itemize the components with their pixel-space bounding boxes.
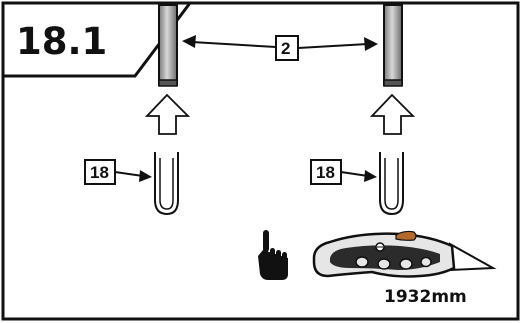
callout-2: 2 [275,35,299,61]
step-number-tab: 18.1 [1,1,194,78]
step-number: 18.1 [16,20,107,63]
callout-2-label: 2 [281,39,290,58]
utility-knife-icon [312,230,497,278]
left-rod [158,4,178,87]
spacing-dimension-arrow [182,35,378,51]
cut-length-measurement: 1932mm [384,287,467,307]
hand-pointing-icon [258,230,288,280]
right-rod [383,4,403,87]
up-arrow-icon [369,93,416,135]
callout-18-right-label: 18 [316,163,335,182]
callout-18-left-label: 18 [90,163,109,182]
up-arrow-icon [144,93,191,135]
callout-18-left: 18 [84,159,152,185]
u-seal-profile-icon [154,152,179,216]
callout-18-right: 18 [310,159,377,185]
u-seal-profile-icon [379,152,404,216]
